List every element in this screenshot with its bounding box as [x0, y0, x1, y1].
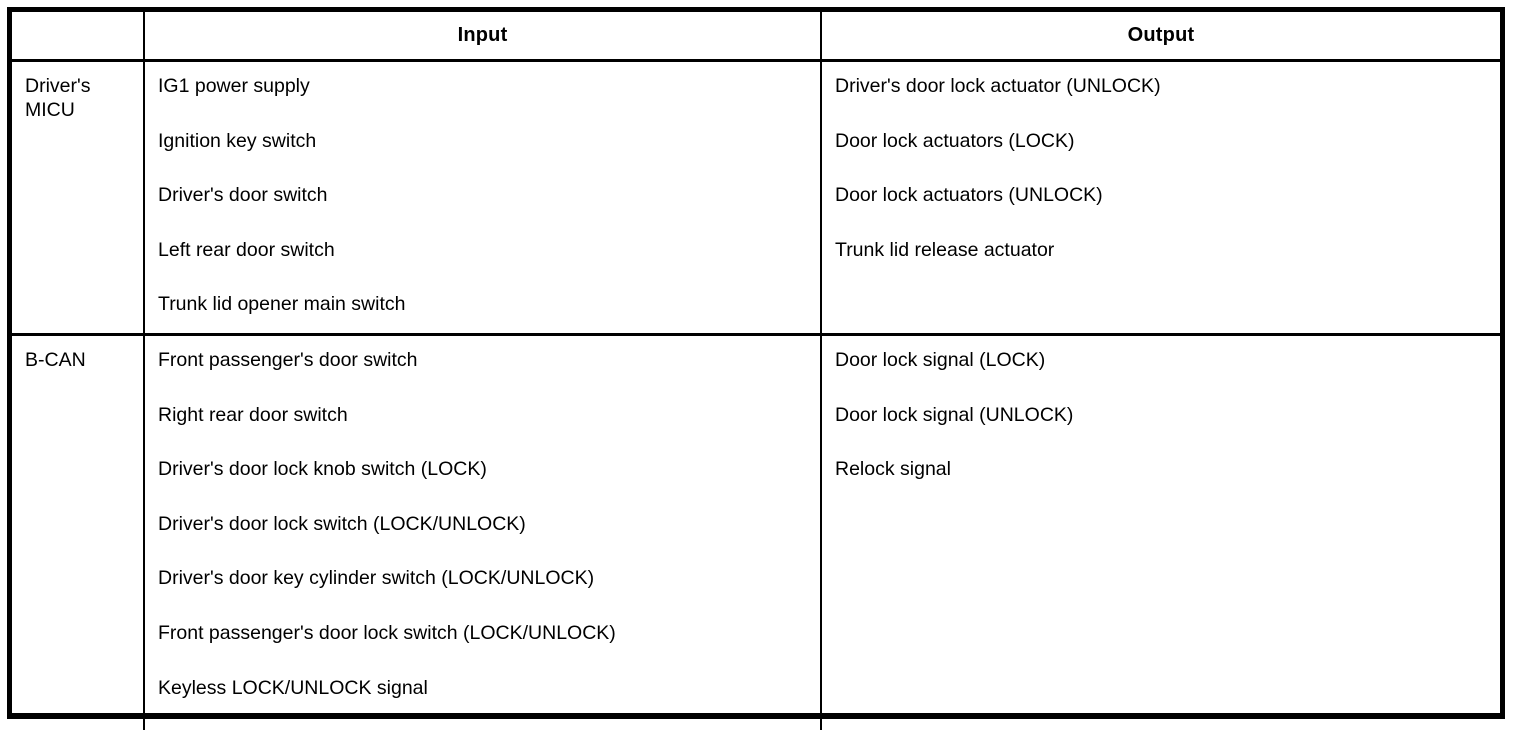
output-item: Door lock signal (UNLOCK): [835, 403, 1074, 426]
input-item: Front passenger's door lock switch (LOCK…: [158, 621, 616, 644]
header-cell-input: Input: [145, 12, 822, 59]
header-cell-output: Output: [1127, 24, 1195, 46]
input-item: Right rear door switch: [158, 403, 348, 426]
table-row-b-can: B-CAN Front passenger's door switch Righ…: [12, 333, 1500, 730]
input-item: Front passenger's door switch: [158, 349, 418, 371]
input-item: Ignition key switch: [158, 129, 317, 152]
io-signal-table: Input Output Driver's MICU IG1 power sup…: [7, 7, 1505, 730]
input-item: IG1 power supply: [158, 75, 310, 97]
row-input-cell: Front passenger's door switch Right rear…: [145, 336, 822, 730]
table-row-drivers-micu: Driver's MICU IG1 power supply Ignition …: [12, 59, 1500, 333]
row-source-label: Driver's MICU: [25, 75, 91, 121]
input-item: Left rear door switch: [158, 238, 335, 261]
input-item: Driver's door lock knob switch (LOCK): [158, 458, 487, 481]
row-input-cell: IG1 power supply Ignition key switch Dri…: [145, 62, 822, 333]
output-item: Door lock actuators (UNLOCK): [835, 184, 1103, 207]
output-item: Door lock actuators (LOCK): [835, 129, 1075, 152]
input-item: Driver's door key cylinder switch (LOCK/…: [158, 567, 595, 590]
row-output-cell: Driver's door lock actuator (UNLOCK) Doo…: [822, 62, 1500, 333]
input-item: Driver's door lock switch (LOCK/UNLOCK): [158, 512, 526, 535]
header-cell-source: [12, 12, 145, 59]
row-output-cell: Door lock signal (LOCK) Door lock signal…: [822, 336, 1500, 730]
row-source-cell: B-CAN: [12, 336, 145, 730]
output-item: Relock signal: [835, 458, 951, 481]
output-item: Trunk lid release actuator: [835, 238, 1055, 261]
row-source-label: B-CAN: [25, 349, 86, 371]
input-item: Keyless LOCK/UNLOCK signal: [158, 676, 428, 699]
input-item: Trunk lid opener main switch: [158, 293, 406, 316]
output-item: Door lock signal (LOCK): [835, 349, 1046, 371]
output-item: Driver's door lock actuator (UNLOCK): [835, 75, 1161, 97]
table-header-row: Input Output: [12, 12, 1500, 59]
input-item: Driver's door switch: [158, 184, 328, 207]
row-source-cell: Driver's MICU: [12, 62, 145, 333]
